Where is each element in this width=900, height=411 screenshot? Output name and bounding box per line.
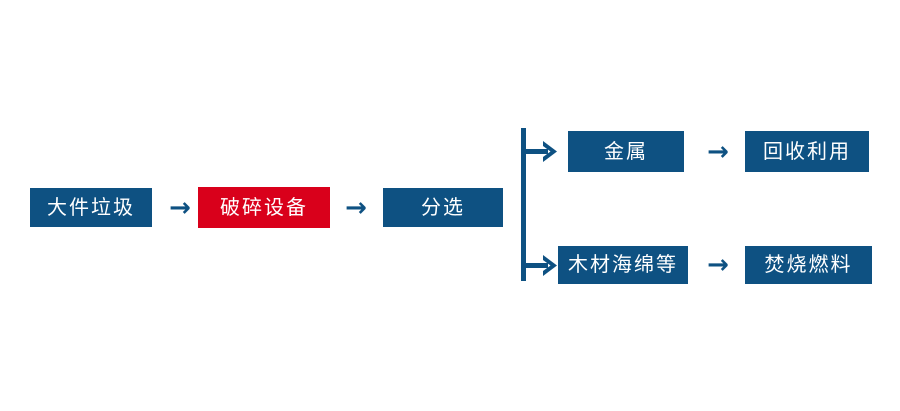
node-label-metal: 金属 xyxy=(604,140,648,163)
node-label-incineration-fuel: 焚烧燃料 xyxy=(764,254,853,276)
arrow-right-icon-crusher-to-sorting: → xyxy=(345,193,367,223)
arrow-right-icon-wood-to-fuel: → xyxy=(707,250,729,280)
node-label-sorting: 分选 xyxy=(421,196,465,219)
node-bulky-waste[interactable]: 大件垃圾 xyxy=(30,188,152,227)
node-label-crushing-equipment: 破碎设备 xyxy=(220,196,308,219)
node-label-recycling-reuse: 回收利用 xyxy=(763,140,851,163)
node-incineration-fuel[interactable]: 焚烧燃料 xyxy=(745,246,872,284)
node-wood-sponge-etc[interactable]: 木材海绵等 xyxy=(558,246,688,284)
node-recycling-reuse[interactable]: 回收利用 xyxy=(745,131,869,172)
arrow-right-icon-metal-to-recycling: → xyxy=(707,137,729,167)
arrow-right-icon-waste-to-crusher: → xyxy=(169,193,191,223)
splitter-connector-icon xyxy=(521,128,557,281)
node-label-wood-sponge-etc: 木材海绵等 xyxy=(568,254,678,276)
node-metal[interactable]: 金属 xyxy=(568,131,684,172)
node-crushing-equipment[interactable]: 破碎设备 xyxy=(198,187,330,228)
sorting-branch-splitter xyxy=(518,124,574,286)
node-label-bulky-waste: 大件垃圾 xyxy=(47,196,135,219)
node-sorting[interactable]: 分选 xyxy=(383,188,503,227)
